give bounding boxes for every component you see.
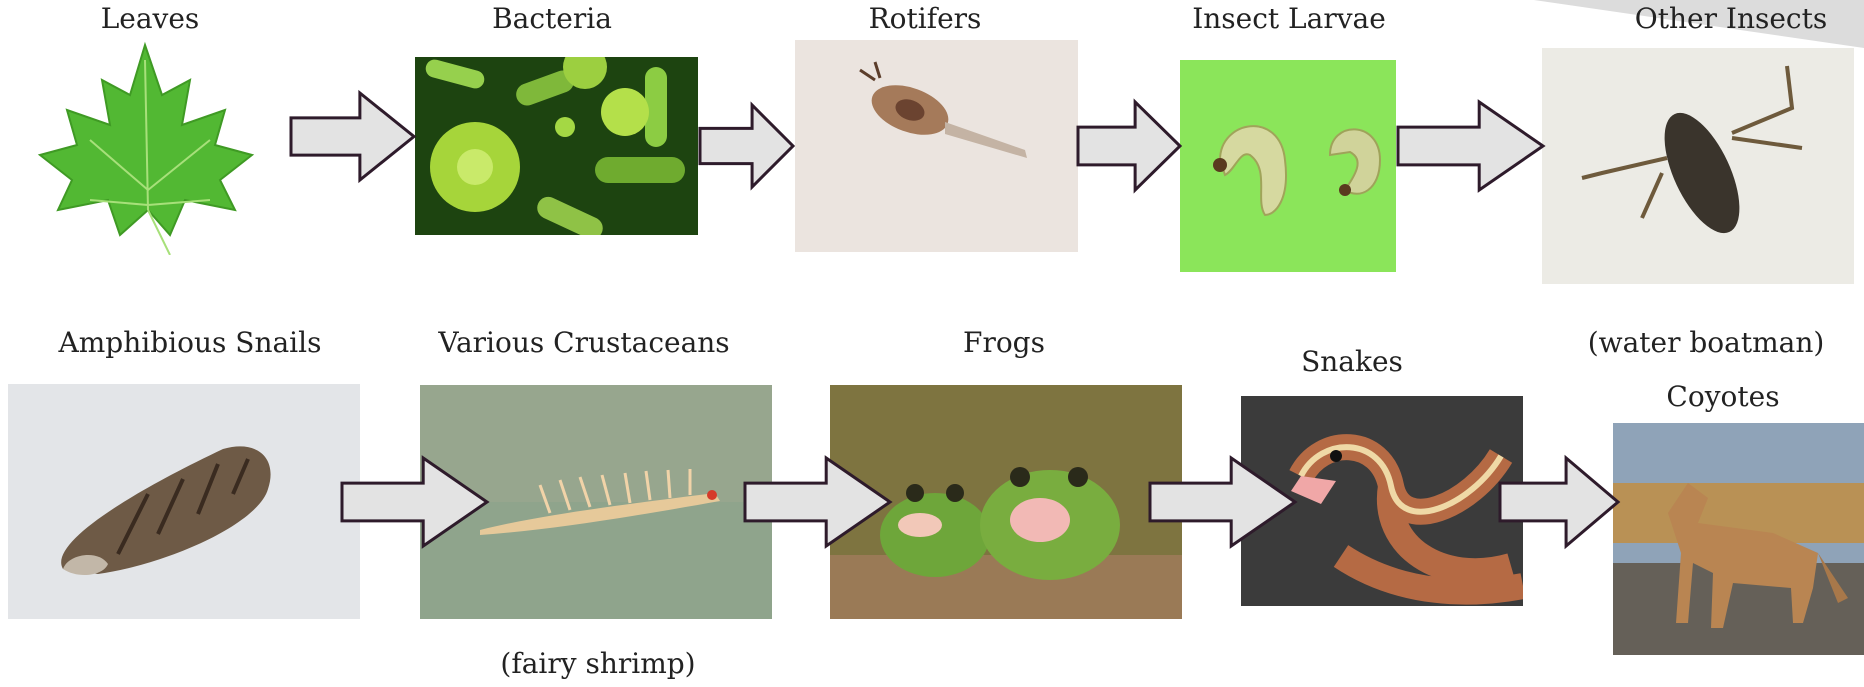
arrow-larvae-to-other-insects xyxy=(1398,102,1543,190)
arrow-rotifers-to-larvae xyxy=(1078,102,1180,190)
label-bacteria: Bacteria xyxy=(492,2,612,35)
label-rotifers: Rotifers xyxy=(869,2,982,35)
label-insect-larvae: Insect Larvae xyxy=(1192,2,1386,35)
label-various-crustaceans: Various Crustaceans xyxy=(438,326,729,359)
arrow-bacteria-to-rotifers xyxy=(700,105,793,187)
arrow-leaves-to-bacteria xyxy=(291,93,414,180)
label-snakes: Snakes xyxy=(1301,345,1403,378)
water-boatman-image xyxy=(1542,48,1854,284)
snail-image xyxy=(8,384,360,619)
bacteria-image xyxy=(415,57,698,235)
rotifer-image xyxy=(795,40,1078,252)
insect-larvae-image xyxy=(1180,60,1396,272)
label-amphibious-snails: Amphibious Snails xyxy=(59,326,322,359)
label-fairy-shrimp: (fairy shrimp) xyxy=(500,647,695,680)
arrow-snails-to-crustaceans xyxy=(342,458,487,546)
label-coyotes: Coyotes xyxy=(1666,380,1779,413)
arrow-snakes-to-coyotes xyxy=(1500,458,1618,546)
label-frogs: Frogs xyxy=(963,326,1045,359)
leaf-image xyxy=(20,40,270,255)
coyote-image xyxy=(1613,423,1864,655)
label-water-boatman: (water boatman) xyxy=(1588,326,1825,359)
arrow-crustaceans-to-frogs xyxy=(745,458,890,546)
arrow-frogs-to-snakes xyxy=(1150,458,1295,546)
label-other-insects: Other Insects xyxy=(1635,2,1827,35)
label-leaves: Leaves xyxy=(101,2,200,35)
